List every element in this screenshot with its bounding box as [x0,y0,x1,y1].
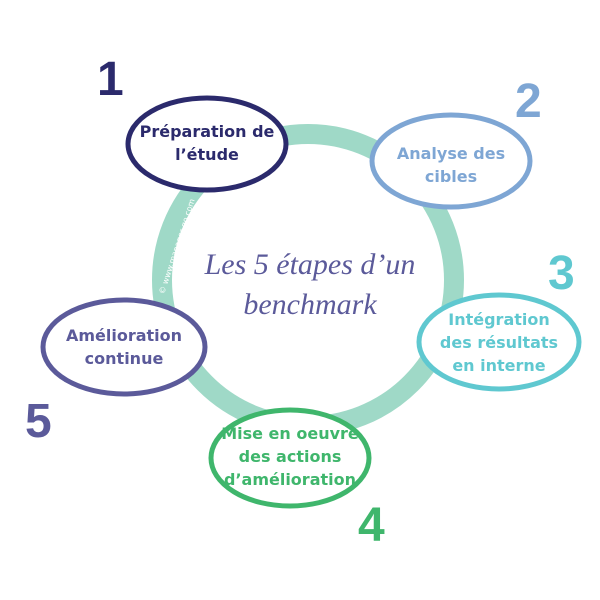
step-3-label: Intégration des résultats en interne [424,308,574,377]
step-2-label-line-1: Analyse des [396,144,506,163]
diagram-title-line-1: Les 5 étapes d’un [204,248,416,281]
step-3-label-line-3: en interne [452,356,546,375]
step-2-number: 2 [515,75,542,128]
step-3-number: 3 [548,247,575,300]
step-3-label-line-2: des résultats [439,333,559,352]
step-3-ellipse [416,292,582,392]
step-1-label-line-2: l’étude [175,145,239,164]
step-3-label-line-1: Intégration [448,310,550,329]
diagram-title-line-2: benchmark [243,288,377,321]
step-5-label-line-1: Amélioration [65,326,183,345]
step-1-label-line-1: Préparation de [139,122,275,141]
step-4-label-line-3: d’amélioration [223,470,356,489]
step-4-label-line-1: Mise en oeuvre [221,424,359,443]
step-4-ellipse [208,407,372,509]
step-2-ellipse [369,112,533,210]
step-4-label-line-2: des actions [238,447,342,466]
step-5-label-line-2: continue [84,349,164,368]
step-5-ellipse [40,297,208,397]
step-2-label-line-2: cibles [424,167,478,186]
diagram-title: Les 5 étapes d’un benchmark [160,245,460,325]
step-1-number: 1 [97,53,124,106]
step-1-label: Préparation de l’étude [132,120,282,166]
step-4-number: 4 [358,499,385,552]
step-5-number: 5 [25,395,52,448]
step-2-label: Analyse des cibles [376,142,526,188]
step-4-label: Mise en oeuvre des actions d’amélioratio… [212,422,368,491]
step-1-ellipse [125,95,289,193]
step-5-label: Amélioration continue [49,324,199,370]
